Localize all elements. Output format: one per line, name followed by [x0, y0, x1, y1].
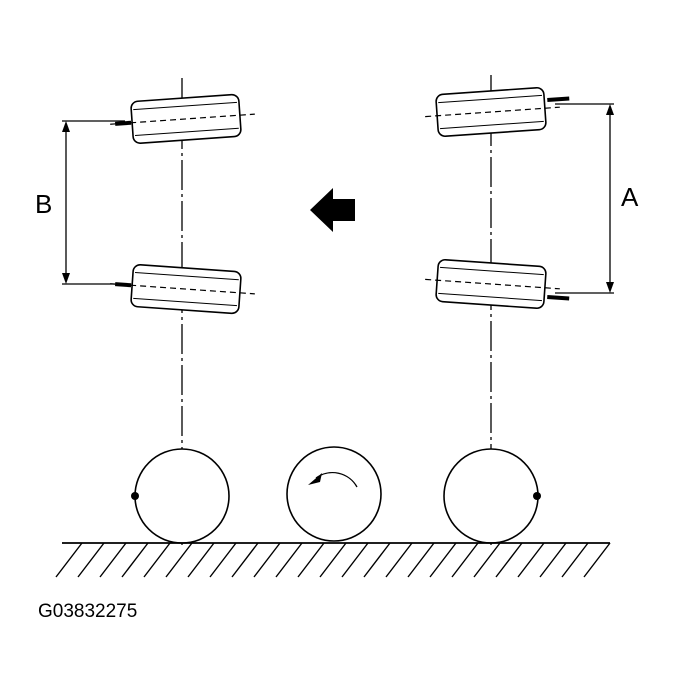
figure-code: G03832275 — [38, 601, 137, 622]
ground-hatch-line — [209, 542, 237, 578]
ground-surface — [55, 542, 611, 578]
right-upper-tire — [425, 86, 570, 138]
right-side-wheel — [443, 448, 539, 544]
ground-hatch-line — [561, 542, 589, 578]
ground-hatch-line — [385, 542, 413, 578]
left-wheel-mark-dot — [131, 492, 139, 500]
ground-hatch-line — [319, 542, 347, 578]
right-wheel-mark-dot — [533, 492, 541, 500]
ground-hatch-line — [539, 542, 567, 578]
left-lower-tire — [110, 264, 255, 315]
dimension-a-label: A — [621, 182, 639, 212]
left-upper-tire — [110, 93, 255, 144]
ground-hatch-line — [297, 542, 325, 578]
right-lower-tire — [425, 258, 570, 310]
ground-hatch-line — [429, 542, 457, 578]
direction-arrow-icon — [310, 188, 355, 232]
dimension-b-line — [62, 120, 125, 285]
center-side-wheel — [286, 446, 382, 542]
ground-hatch-line — [143, 542, 171, 578]
ground-hatch-line — [77, 542, 105, 578]
left-wheel-pair — [62, 78, 255, 545]
ground-hatch-line — [517, 542, 545, 578]
ground-hatch-line — [583, 542, 611, 578]
dimension-a-line — [555, 103, 614, 294]
ground-hatch-line — [187, 542, 215, 578]
ground-hatch-line — [451, 542, 479, 578]
ground-hatch-line — [363, 542, 391, 578]
ground-hatch-line — [231, 542, 259, 578]
ground-hatch-line — [165, 542, 193, 578]
ground-hatch-line — [275, 542, 303, 578]
dimension-b-label: B — [35, 189, 52, 219]
ground-hatch-line — [341, 542, 369, 578]
ground-hatch-line — [495, 542, 523, 578]
ground-hatch-line — [121, 542, 149, 578]
ground-hatch-line — [473, 542, 501, 578]
ground-hatch-line — [99, 542, 127, 578]
ground-hatch-line — [55, 542, 83, 578]
left-side-wheel — [134, 448, 230, 544]
ground-hatch-line — [407, 542, 435, 578]
side-view-wheels — [131, 446, 541, 544]
ground-hatch-line — [253, 542, 281, 578]
